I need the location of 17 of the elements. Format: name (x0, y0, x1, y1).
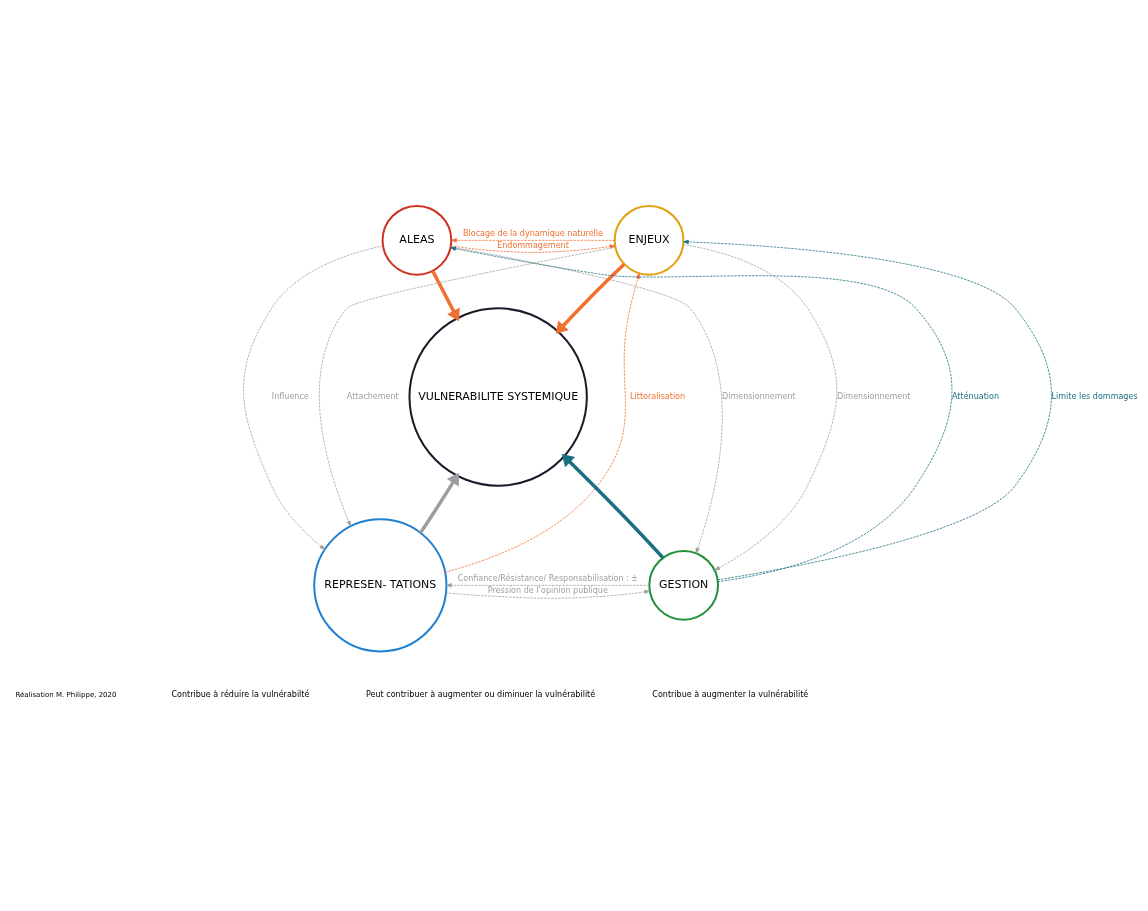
arrow (445, 583, 650, 588)
arrow (561, 454, 665, 559)
node-circle: ENJEUX (613, 205, 685, 276)
arrow (444, 272, 640, 573)
arrow (555, 262, 626, 334)
arrow (450, 244, 616, 253)
arrow (682, 244, 838, 571)
arrow (419, 472, 459, 534)
arrow (318, 246, 616, 527)
arrow (451, 238, 615, 243)
arrow (243, 245, 384, 550)
arrow (683, 239, 1052, 581)
arrow (431, 270, 460, 322)
node-circle: ALEAS (381, 205, 453, 276)
arrow (445, 589, 651, 599)
arrow (450, 246, 723, 554)
arrow (450, 246, 953, 583)
